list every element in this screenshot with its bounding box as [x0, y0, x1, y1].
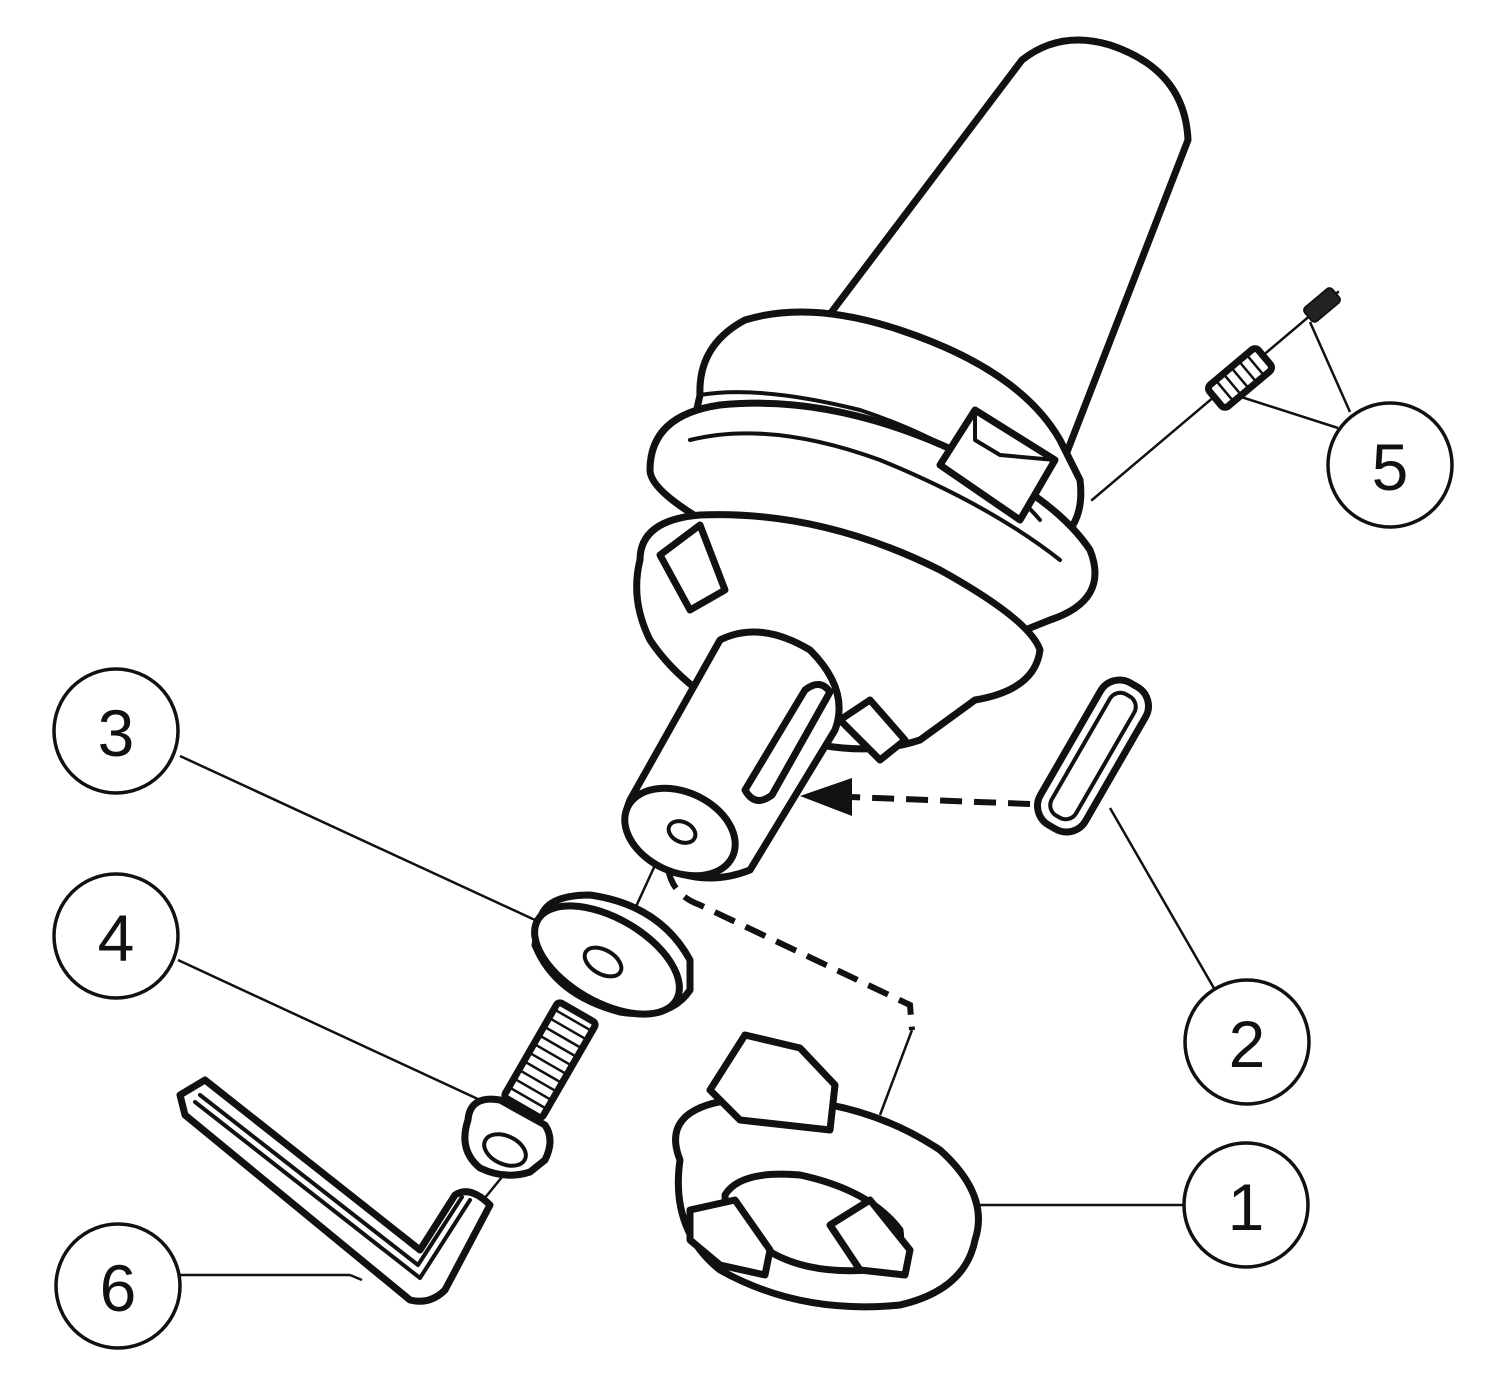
flange-drive-key-edge [973, 408, 1057, 462]
spigot-end-face [621, 784, 739, 880]
callout-1-label: 1 [1228, 1170, 1265, 1244]
washer-hole [582, 945, 624, 979]
leader-line-5b [1231, 392, 1339, 430]
leader-line-6b [349, 1273, 363, 1282]
hex-key-edge-2 [198, 1093, 464, 1267]
cap-screw-part [461, 999, 599, 1179]
arrow-head-key [800, 778, 852, 816]
tool-holder-body [621, 36, 1192, 882]
dashed-path-to-ring [665, 867, 915, 1031]
flange-groove-2 [688, 431, 1062, 562]
leader-line-3 [179, 754, 536, 922]
leader-lines [177, 321, 1352, 1282]
screw-head-socket [482, 1132, 528, 1168]
hex-key-part [176, 1076, 494, 1305]
washer-face [531, 902, 683, 1018]
leader-line-2 [1108, 807, 1217, 991]
hex-key-body [176, 1076, 494, 1305]
callout-6-label: 6 [100, 1251, 137, 1325]
callout-2: 2 [1183, 978, 1311, 1106]
leader-line-5a [1308, 321, 1352, 413]
hex-key-edge-1 [193, 1100, 472, 1280]
callout-1: 1 [1182, 1141, 1310, 1269]
set-screw-short [1303, 287, 1341, 323]
lower-body-key-right [836, 696, 909, 764]
lower-body-key-slot [656, 521, 729, 614]
screw-thread [501, 999, 599, 1121]
ring-top-lug [706, 1031, 839, 1134]
callout-5-label: 5 [1372, 430, 1409, 504]
ring-right-lug [826, 1196, 914, 1279]
dashed-arrow-key [849, 794, 1031, 807]
spigot-keyway [741, 681, 834, 804]
callout-2-label: 2 [1229, 1007, 1266, 1081]
drive-key-part [1034, 676, 1152, 836]
callout-3: 3 [52, 667, 180, 795]
ring-connector-line [878, 1029, 914, 1116]
callout-4-label: 4 [98, 901, 135, 975]
washer-part [531, 891, 694, 1018]
set-screws [1205, 287, 1341, 411]
callout-4: 4 [52, 872, 180, 1000]
ring-left-lug [686, 1196, 774, 1279]
callout-6: 6 [54, 1222, 182, 1350]
spigot-center-hole [666, 819, 698, 845]
callout-5: 5 [1326, 401, 1454, 529]
leader-line-4 [177, 958, 481, 1102]
adapter-ring-part [672, 1031, 982, 1311]
callout-3-label: 3 [98, 696, 135, 770]
set-screw-long [1205, 345, 1275, 411]
